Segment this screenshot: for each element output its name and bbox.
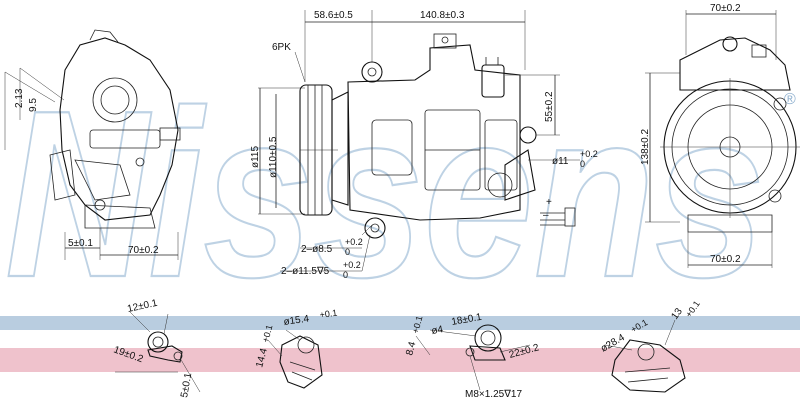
dim-detail2-15-4: ø15.4 — [283, 313, 310, 328]
registered-mark: ® — [784, 91, 796, 108]
dim-front-58-6: 58.6±0.5 — [314, 10, 353, 21]
dim-front-dia-115: ø115 — [250, 146, 261, 168]
dim-front-55: 55±0.2 — [544, 91, 555, 122]
label-plus: + — [546, 197, 552, 208]
dim-front-port-dia: ø11 — [552, 156, 569, 167]
dim-front-hole1-tol-top: +0.2 — [345, 237, 363, 247]
dim-rear-138: 138±0.2 — [640, 128, 651, 165]
nissens-watermark: Nissens — [5, 62, 765, 327]
label-belt-6pk: 6PK — [272, 42, 291, 53]
detail-3-port — [415, 324, 531, 391]
blue-band — [0, 316, 800, 330]
front-view — [258, 10, 580, 272]
dim-front-port-tol-bot: 0 — [580, 159, 585, 169]
dim-detail2-14-4: 14.4 — [254, 347, 270, 369]
label-minus: – — [543, 210, 549, 221]
dim-detail2-14-4-tol: +0.1 — [260, 324, 274, 344]
dim-front-hole1: 2–ø8.5 — [301, 244, 333, 255]
dim-side-70: 70±0.2 — [128, 245, 159, 256]
dim-rear-top-70: 70±0.2 — [710, 3, 741, 14]
dim-front-hole2-tol-top: +0.2 — [343, 260, 361, 270]
dim-detail3-8-4-tol: +0.1 — [410, 315, 424, 335]
dim-detail3-18: 18±0.1 — [451, 312, 483, 328]
dim-front-port-tol-top: +0.2 — [580, 149, 598, 159]
dim-side-5: 5±0.1 — [68, 238, 93, 249]
detail-4-port — [604, 319, 686, 393]
rear-view — [645, 10, 800, 268]
dim-detail3-dia-4: ø4 — [431, 324, 445, 337]
dim-detail3-thread: M8×1.25∇17 — [465, 389, 522, 400]
dim-front-hole1-tol-bot: 0 — [345, 247, 350, 257]
side-view — [4, 29, 181, 260]
dim-front-hole2: 2–ø11.5∇5 — [281, 266, 330, 277]
dim-detail1-5: 5±0.1 — [179, 372, 194, 399]
detail-1-port — [115, 311, 201, 393]
dim-front-dia-110: ø110±0.5 — [268, 136, 279, 178]
dim-front-140-8: 140.8±0.3 — [420, 10, 465, 21]
dim-front-hole2-tol-bot: 0 — [343, 270, 348, 280]
dim-side-2-13: 2.13 — [14, 88, 25, 108]
dim-rear-bottom-70: 70±0.2 — [710, 254, 741, 265]
dim-detail3-8-4: 8.4 — [404, 340, 418, 357]
detail-2-port — [267, 329, 323, 389]
dim-detail2-15-4-tol: +0.1 — [319, 308, 338, 320]
dim-side-9-5: 9.5 — [28, 98, 39, 112]
